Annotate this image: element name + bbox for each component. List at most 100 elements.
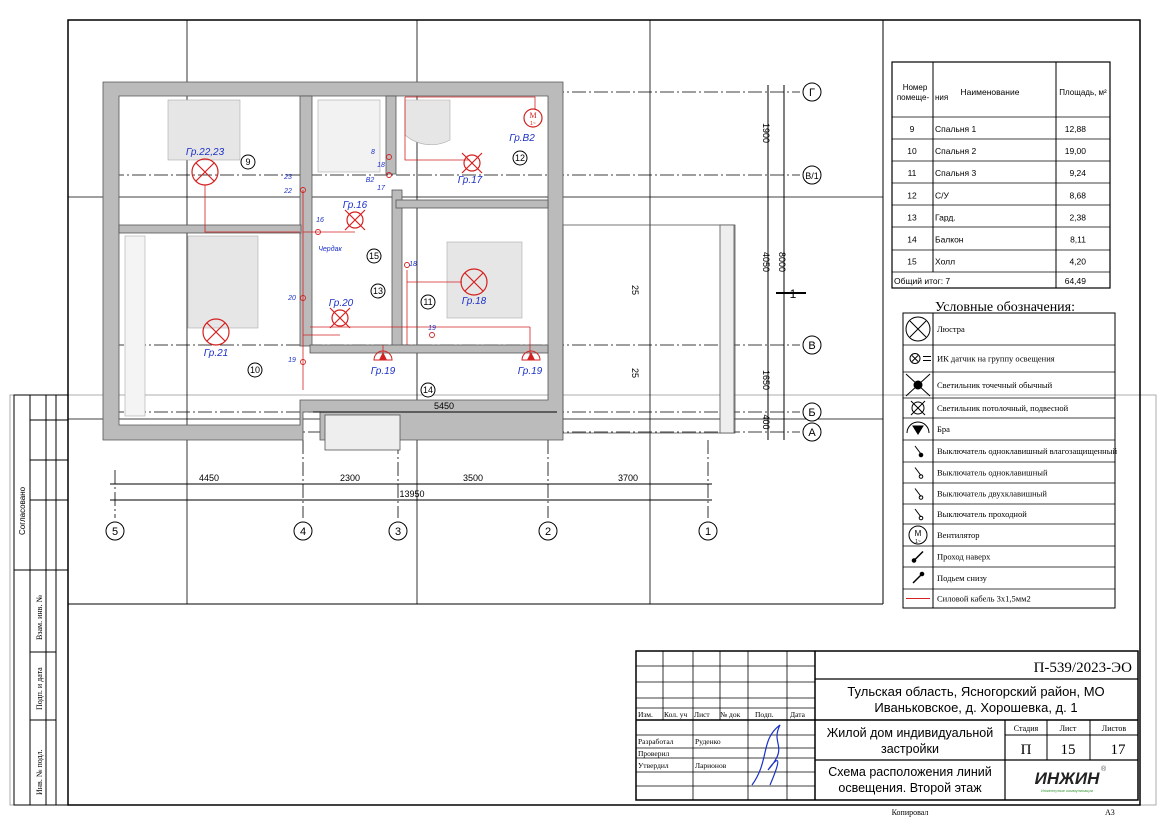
legend-label: Светильник точечный обычный <box>937 380 1053 390</box>
svg-text:Гр.17: Гр.17 <box>458 175 483 186</box>
svg-text:Кол. уч: Кол. уч <box>664 710 688 719</box>
total-label: Общий итог: 7 <box>894 276 950 286</box>
col-name-header: Наименование <box>961 87 1020 97</box>
room-name: Холл <box>935 257 955 267</box>
svg-text:19: 19 <box>428 325 436 332</box>
room-marker-9: 9 <box>240 154 256 170</box>
revision-headers: Изм. Кол. уч Лист № док Подп. Дата Разра… <box>638 710 806 770</box>
svg-text:ИНЖИН: ИНЖИН <box>1035 769 1100 788</box>
svg-text:Б: Б <box>808 407 815 419</box>
legend-label: ИК датчик на группу освещения <box>937 354 1055 364</box>
svg-text:16: 16 <box>316 217 324 224</box>
legend-label: Проход наверх <box>937 552 991 562</box>
svg-text:17: 17 <box>377 185 386 192</box>
room-name: Спальня 3 <box>935 168 977 178</box>
svg-text:3: 3 <box>395 526 401 538</box>
switch-single-icon <box>914 467 924 479</box>
svg-text:ния: ния <box>935 93 948 102</box>
inv-replace-label: Взам. инв. № <box>35 595 44 640</box>
axis-marker-3: 3 <box>388 521 408 541</box>
axis-markers-x: 5 4 3 2 1 <box>105 521 718 541</box>
axis-markers-y: Г В/1 В Б А <box>802 82 822 442</box>
svg-text:Утвердил: Утвердил <box>638 761 669 770</box>
chandelier-icon <box>905 316 931 342</box>
section-mark: 1 <box>790 287 797 301</box>
axis-marker-4: 4 <box>293 521 313 541</box>
doc-code: П-539/2023-ЭО <box>1034 660 1133 676</box>
signature <box>751 724 781 786</box>
svg-text:13950: 13950 <box>399 489 424 499</box>
room-marker-12: 12 <box>512 150 528 166</box>
chandelier-icon <box>191 158 488 346</box>
total-area: 64,49 <box>1065 276 1087 286</box>
company-logo: ИНЖИН ® Инженерные коммуникации <box>1035 765 1107 793</box>
svg-text:Ларионов: Ларионов <box>695 761 727 770</box>
axis-marker-1: 1 <box>698 521 718 541</box>
room-number: 10 <box>907 146 917 156</box>
legend-label: Силовой кабель 3х1,5мм2 <box>937 594 1031 604</box>
stage-value: П <box>1021 742 1032 758</box>
fan-icon: M1~ <box>908 525 928 545</box>
axis-marker-v: В <box>802 335 822 355</box>
ceiling-light-icon <box>329 152 483 329</box>
svg-text:Гр.19: Гр.19 <box>371 366 396 377</box>
svg-text:4450: 4450 <box>199 473 219 483</box>
svg-text:Инженерные коммуникации: Инженерные коммуникации <box>1041 788 1093 793</box>
svg-text:Гр.16: Гр.16 <box>343 200 368 211</box>
svg-text:Гр.20: Гр.20 <box>329 298 354 309</box>
svg-text:4050: 4050 <box>761 252 771 272</box>
svg-text:№ док: № док <box>720 710 741 719</box>
room-markers: 9 10 11 12 13 14 15 <box>240 150 528 398</box>
room-name: Спальня 1 <box>935 124 977 134</box>
svg-text:Лист: Лист <box>1060 724 1077 733</box>
svg-text:9: 9 <box>245 157 250 167</box>
room-number: 11 <box>908 168 917 178</box>
pass-up-icon <box>911 550 924 563</box>
legend-label: Вентилятор <box>937 530 980 540</box>
svg-text:1~: 1~ <box>915 539 921 545</box>
room-area: 2,38 <box>1069 212 1086 222</box>
switch-waterproof-icon <box>914 445 924 458</box>
svg-text:Изм.: Изм. <box>638 710 653 719</box>
svg-text:Подп.: Подп. <box>755 710 774 719</box>
axis-marker-g: Г <box>802 82 822 102</box>
svg-text:®: ® <box>1101 765 1107 773</box>
room-marker-13: 13 <box>370 283 386 299</box>
group-labels: Гр.22,23 Гр.17 Гр.В2 Гр.16 Гр.18 Гр.20 Г… <box>186 133 543 377</box>
svg-text:18: 18 <box>377 162 385 169</box>
switch-double-icon <box>914 488 924 500</box>
col-area-header: Площадь, м² <box>1059 88 1107 97</box>
svg-text:Лист: Лист <box>694 710 710 719</box>
svg-text:Разработал: Разработал <box>638 737 674 746</box>
sheet-count: 17 <box>1111 742 1127 758</box>
side-stamp: Согласовано Взам. инв. № Подп. и дата Ин… <box>13 394 69 806</box>
svg-text:Чердак: Чердак <box>318 245 342 253</box>
legend-label: Выключатель двухклавишный <box>937 489 1047 499</box>
svg-text:1: 1 <box>705 526 711 538</box>
bottom-dimensions: 4450 2300 3500 3700 13950 <box>110 473 712 501</box>
svg-text:В2: В2 <box>366 177 375 184</box>
room-area: 19,00 <box>1065 146 1087 156</box>
axis-marker-a: А <box>802 422 822 442</box>
axis-marker-v1: В/1 <box>802 165 822 185</box>
svg-text:11: 11 <box>423 297 432 307</box>
copied-label: Копировал <box>892 808 929 817</box>
format-label: А3 <box>1105 808 1115 817</box>
svg-text:12: 12 <box>515 153 525 163</box>
svg-text:M: M <box>915 529 922 538</box>
room-marker-10: 10 <box>247 362 263 378</box>
room-marker-15: 15 <box>366 248 382 264</box>
legend-label: Выключатель проходной <box>937 509 1027 519</box>
svg-text:А: А <box>808 427 816 439</box>
wall-sconce-icon <box>906 421 930 435</box>
svg-text:8000: 8000 <box>777 252 787 272</box>
floor-plan: M 1~ 9 10 11 12 13 14 15 Гр.22,23 Гр.17 … <box>102 81 822 541</box>
